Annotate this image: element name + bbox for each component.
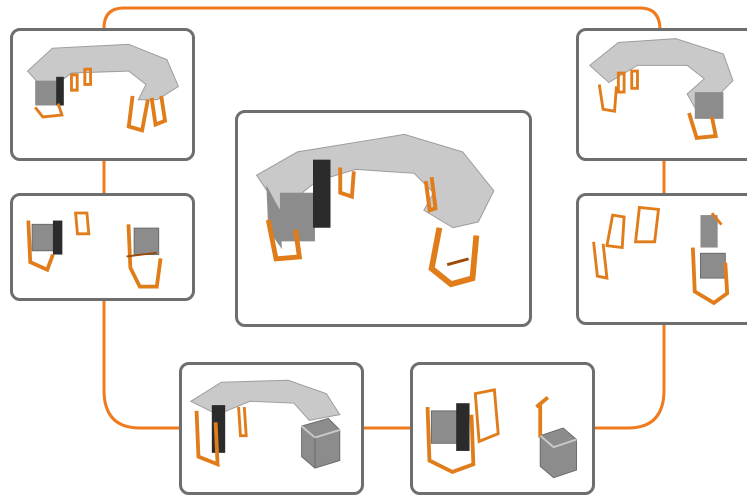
view-top-right <box>576 28 747 161</box>
view-bottom-left <box>179 362 364 495</box>
desk-with-cube-cabinet-icon <box>182 365 361 492</box>
desk-frames-exploded-icon <box>579 196 747 322</box>
top-connector <box>104 8 660 30</box>
view-center <box>235 110 532 327</box>
view-middle-right <box>576 193 747 325</box>
desk-frames-with-cabinet-icon <box>13 196 192 298</box>
curved-desk-rear-view-icon <box>579 31 747 158</box>
view-middle-left <box>10 193 195 301</box>
frames-and-cabinet-parts-icon <box>413 365 592 492</box>
view-bottom-right <box>410 362 595 495</box>
curved-desk-assembled-large-icon <box>238 113 529 324</box>
curved-desk-assembled-icon <box>13 31 192 158</box>
view-top-left <box>10 28 195 161</box>
